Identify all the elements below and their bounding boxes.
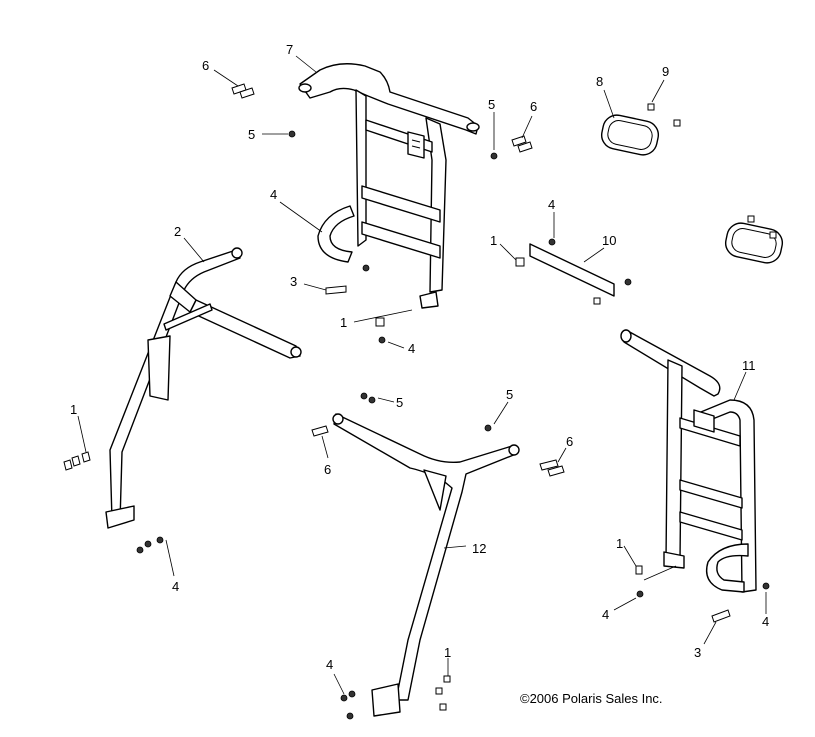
part-11-right-side-frame <box>620 329 757 593</box>
callout-5: 5 <box>506 387 513 402</box>
part-2-left-side-frame <box>105 247 302 529</box>
callout-3: 3 <box>290 274 297 289</box>
callout-4: 4 <box>602 607 609 622</box>
callout-6: 6 <box>530 99 537 114</box>
callout-1: 1 <box>490 233 497 248</box>
callout-1: 1 <box>616 536 623 551</box>
hardware-fasteners <box>63 83 777 720</box>
callout-1: 1 <box>444 645 451 660</box>
callout-5: 5 <box>248 127 255 142</box>
callout-9: 9 <box>662 64 669 79</box>
callout-1: 1 <box>340 315 347 330</box>
callout-4: 4 <box>326 657 333 672</box>
callout-4: 4 <box>408 341 415 356</box>
callout-8: 8 <box>596 74 603 89</box>
callout-4: 4 <box>548 197 555 212</box>
part-7-front-cab-frame <box>298 63 480 309</box>
part-4-grab-handle-front <box>317 205 355 263</box>
callout-6: 6 <box>324 462 331 477</box>
callout-labels: 7 6 5 5 6 8 9 4 2 3 1 4 4 1 10 11 1 5 5 … <box>70 42 769 672</box>
callout-2: 2 <box>174 224 181 239</box>
callout-6: 6 <box>202 58 209 73</box>
callout-6: 6 <box>566 434 573 449</box>
callout-1: 1 <box>70 402 77 417</box>
part-10-mounting-bar <box>529 243 615 297</box>
callout-10: 10 <box>602 233 616 248</box>
callout-4: 4 <box>762 614 769 629</box>
callout-12: 12 <box>472 541 486 556</box>
callout-7: 7 <box>286 42 293 57</box>
callout-5: 5 <box>396 395 403 410</box>
callout-5: 5 <box>488 97 495 112</box>
part-8-rear-panel-lower <box>724 222 784 264</box>
part-8-rear-panel-upper <box>600 114 660 156</box>
copyright-notice: ©2006 Polaris Sales Inc. <box>520 691 663 706</box>
callout-4: 4 <box>270 187 277 202</box>
leader-lines <box>77 55 767 695</box>
callout-3: 3 <box>694 645 701 660</box>
callout-11: 11 <box>742 358 756 373</box>
part-12-rear-center-frame <box>332 413 520 717</box>
callout-4: 4 <box>172 579 179 594</box>
